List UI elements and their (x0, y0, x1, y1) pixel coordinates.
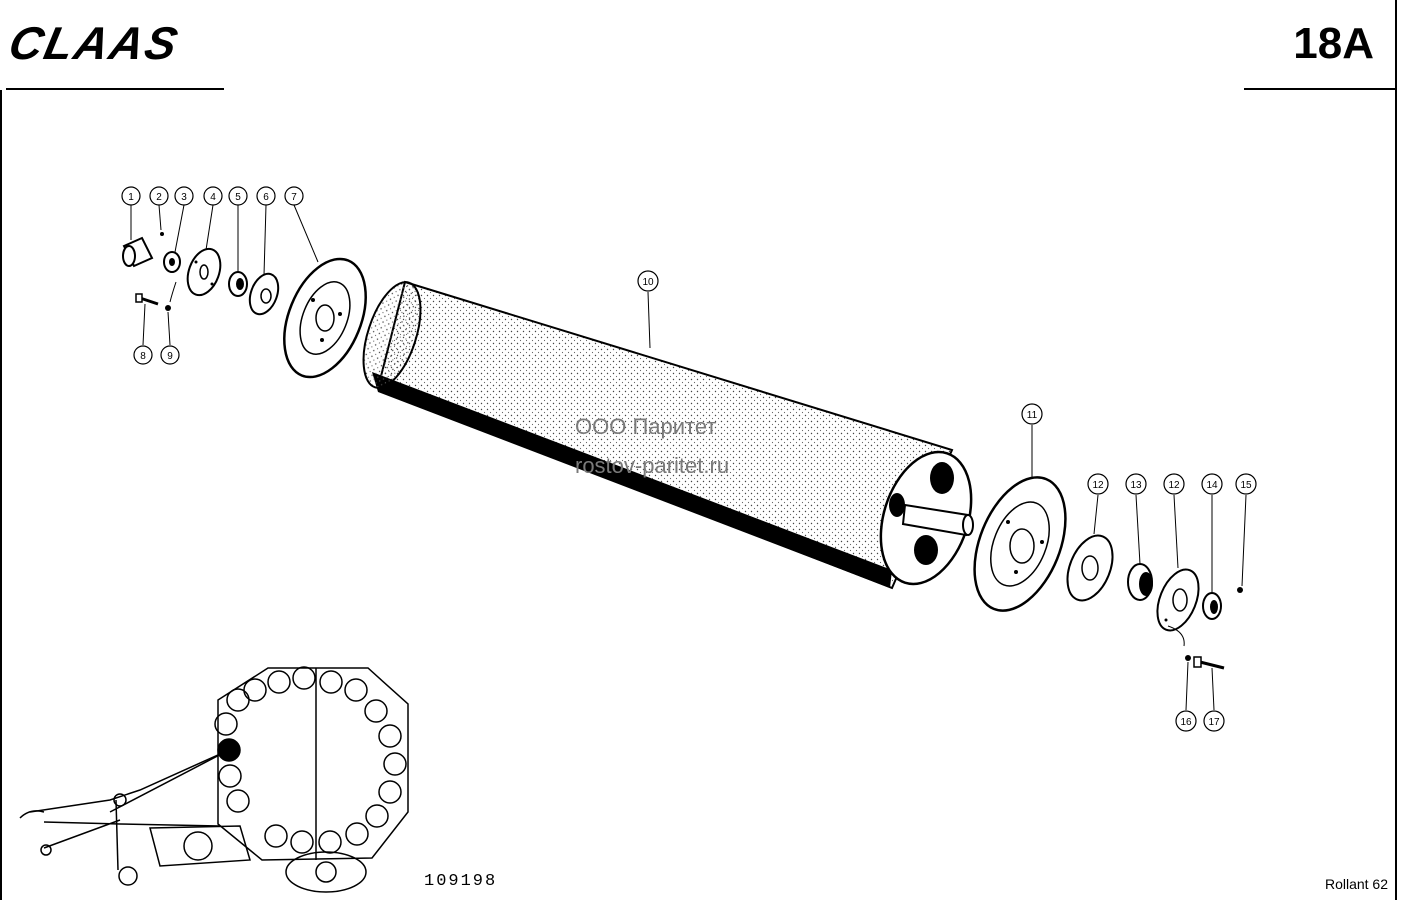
part-3-bearing (163, 251, 181, 273)
page-code: 18A (1293, 19, 1374, 68)
part-16-washer (1185, 655, 1191, 661)
part-9-washer (165, 305, 171, 311)
callout-label: 7 (291, 192, 297, 203)
callout-label: 17 (1208, 717, 1220, 728)
callout-leaders (130, 204, 1247, 711)
model-name: Rollant 62 (1324, 876, 1388, 892)
frame-right-border (1395, 0, 1397, 900)
baler-location-inset (19, 666, 409, 893)
callout-label: 6 (263, 192, 269, 203)
callout-bubbles (121, 186, 1257, 732)
part-8-bolt (135, 293, 159, 306)
logo-underline (6, 88, 224, 90)
callout-numbers: 1 2 3 4 5 6 7 8 9 10 11 12 13 12 14 15 1… (128, 192, 1252, 728)
part-11-end-disc (973, 476, 1067, 612)
callout-label: 3 (181, 192, 187, 203)
drawing-number: 109198 (424, 872, 498, 891)
callout-label: 14 (1206, 480, 1218, 491)
callout-label: 2 (156, 192, 162, 203)
callout-label: 15 (1240, 480, 1252, 491)
part-14-bearing (1202, 592, 1222, 620)
frame-left-border (0, 90, 2, 900)
callout-label: 12 (1092, 480, 1104, 491)
part-7-end-disc (283, 257, 367, 379)
part-2-grease-nipple (160, 232, 164, 236)
watermark-url: rostov-paritet.ru (575, 453, 730, 478)
callout-label: 8 (140, 351, 146, 362)
callout-label: 4 (210, 192, 216, 203)
part-6-flange (248, 272, 280, 316)
callout-label: 11 (1027, 410, 1038, 421)
part-15-grease-nipple (1237, 587, 1243, 593)
part-12-flange-right (1156, 568, 1200, 632)
callout-label: 13 (1130, 480, 1142, 491)
callout-label: 1 (128, 192, 134, 203)
part-13-bearing (1127, 563, 1153, 601)
page-code-underline (1244, 88, 1396, 90)
part-1-bushing (122, 236, 154, 268)
part-12-flange-left (1066, 534, 1114, 602)
part-5-bearing (228, 271, 248, 297)
roller-positions (214, 666, 407, 854)
callout-label: 5 (235, 192, 241, 203)
callout-label: 9 (167, 351, 173, 362)
part-17-bolt (1193, 656, 1225, 670)
callout-label: 16 (1180, 717, 1192, 728)
roller-tube (362, 280, 974, 590)
callout-label: 10 (642, 277, 654, 288)
part-4-flange (186, 247, 222, 297)
watermark-company: ООО Паритет (575, 414, 717, 439)
callout-label: 12 (1168, 480, 1180, 491)
